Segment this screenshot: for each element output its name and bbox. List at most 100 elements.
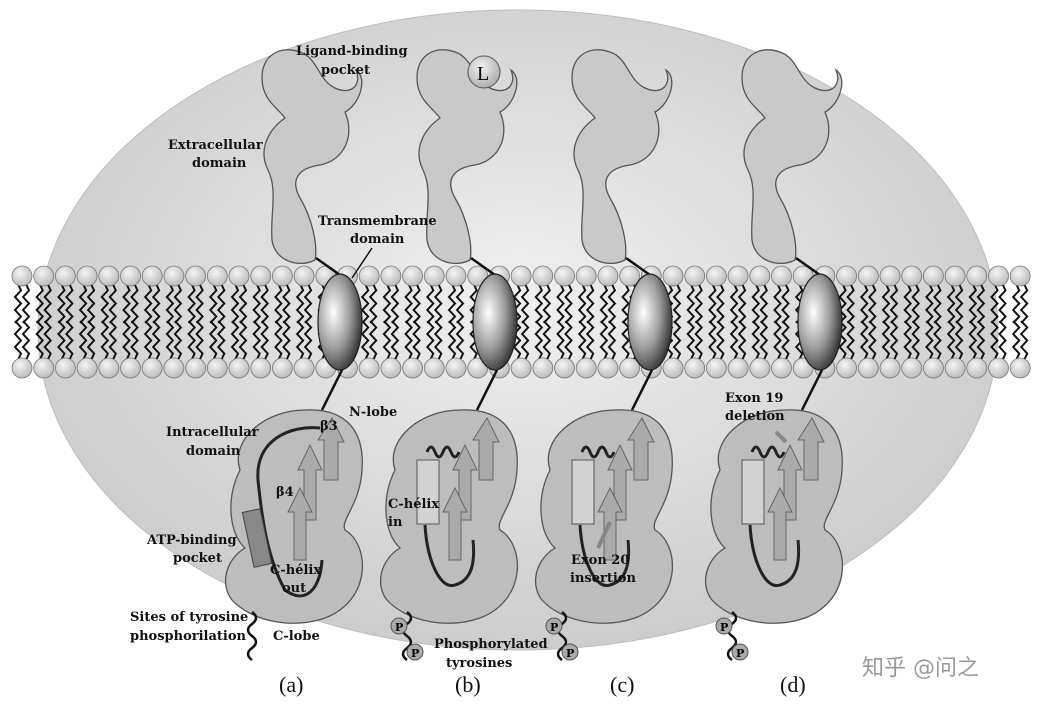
lipid-head — [727, 357, 749, 379]
lipid-tail — [447, 283, 457, 324]
label-exon19-2: deletion — [725, 409, 785, 424]
lipid-head — [749, 265, 771, 287]
lipid-tail — [295, 320, 305, 361]
lipid-head — [358, 357, 380, 379]
lipid-head — [120, 357, 141, 379]
lipid-head — [575, 357, 597, 379]
beta-strand-arrow — [767, 486, 793, 561]
lipid-tail — [21, 283, 31, 324]
lipid-head — [250, 265, 272, 287]
lipid-tail — [404, 283, 413, 324]
lipid-head — [271, 357, 293, 379]
lipid-head — [706, 357, 727, 379]
phospho-site — [715, 617, 733, 635]
lipid-head — [944, 265, 966, 287]
lipid-head — [771, 265, 792, 287]
lipid-tail — [564, 283, 573, 324]
receptor-c: PP — [534, 49, 674, 661]
label-n-lobe: N-lobe — [349, 405, 397, 420]
lipid-head — [727, 265, 749, 287]
lipid-head — [76, 265, 98, 287]
lipid-tail — [759, 283, 769, 324]
lipid-head — [228, 265, 250, 287]
lipid-tail — [43, 320, 53, 361]
lipid-tail — [143, 283, 153, 324]
lipid-tail — [390, 283, 400, 324]
lipid-tail — [577, 283, 587, 324]
lipid-head — [988, 357, 1009, 379]
receptor-d: PP — [704, 49, 844, 661]
lipid-tail — [846, 320, 855, 361]
lipid-tail — [295, 283, 305, 324]
extracellular-domain — [261, 49, 363, 264]
lipid-tail — [846, 283, 855, 324]
lipid-tail — [455, 320, 465, 361]
lipid-head — [749, 357, 771, 379]
lipid-tail — [556, 320, 565, 361]
label-exon20-1: Exon 20 — [571, 553, 629, 568]
ligand-label: L — [477, 63, 489, 85]
intracellular-linker — [320, 369, 344, 411]
label-exon19-1: Exon 19 — [725, 391, 783, 406]
lipid-tail — [881, 320, 891, 361]
lipid-tail — [260, 283, 270, 324]
lipid-tail — [859, 283, 869, 324]
lipid-tail — [512, 283, 522, 324]
phospho-label: P — [566, 647, 574, 660]
label-extracellular-1: Extracellular — [168, 138, 263, 153]
transmembrane-domain — [317, 273, 363, 371]
lipid-tail — [122, 283, 131, 324]
lipid-tail — [173, 283, 183, 324]
lipid-head — [510, 265, 532, 287]
lipid-head — [380, 265, 402, 287]
lipid-head — [293, 357, 315, 379]
lipid-tail — [130, 283, 139, 324]
lipid-head — [120, 265, 141, 287]
activation-loop — [578, 524, 631, 587]
phospho-site — [561, 643, 579, 661]
activation-loop — [423, 524, 476, 587]
c-terminal-tail — [556, 611, 568, 661]
lipid-tail — [520, 320, 530, 361]
extracellular-linker — [625, 256, 651, 277]
atp-binding-pocket — [241, 508, 273, 568]
lipid-tail — [737, 283, 747, 324]
lipid-tail — [433, 320, 443, 361]
lipid-tail — [686, 283, 696, 324]
c-terminal-tail — [726, 611, 738, 661]
lipid-head — [532, 357, 554, 379]
intracellular-linker — [475, 369, 499, 411]
label-c-helix-in-1: C-hélix — [388, 497, 439, 512]
lipid-head — [857, 357, 879, 379]
lipid-tail — [455, 283, 465, 324]
intracellular-linker — [800, 369, 824, 411]
lipid-tail — [512, 320, 522, 361]
lipid-tail — [867, 320, 877, 361]
receptor-b: PP — [379, 49, 519, 661]
lipid-tail — [165, 320, 175, 361]
lipid-tail — [130, 320, 139, 361]
extracellular-linker — [315, 256, 341, 277]
lipid-head — [619, 265, 640, 287]
lipid-head — [293, 265, 315, 287]
lipid-tail — [751, 320, 761, 361]
lipid-tail — [708, 320, 717, 361]
activation-loop — [748, 524, 801, 587]
lipid-head — [901, 357, 923, 379]
lipid-head — [33, 265, 55, 287]
lipid-head — [55, 265, 76, 287]
lipid-tail — [303, 283, 313, 324]
phospho-site — [545, 617, 563, 635]
lipid-tail — [954, 320, 964, 361]
lipid-head — [423, 357, 445, 379]
lipid-tail — [57, 320, 66, 361]
lipid-head — [185, 265, 207, 287]
lipid-head — [532, 265, 554, 287]
lipid-head — [250, 357, 272, 379]
label-c-helix-in-2: in — [388, 515, 403, 530]
lipid-tail — [230, 320, 240, 361]
lipid-tail — [751, 283, 761, 324]
lipid-head — [836, 265, 857, 287]
lipid-head — [163, 265, 185, 287]
